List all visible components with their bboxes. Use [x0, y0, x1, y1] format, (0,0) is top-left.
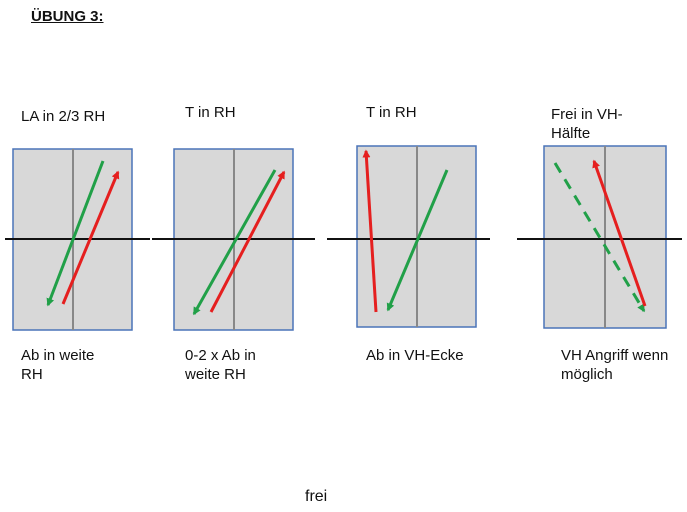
diagram-1: [5, 148, 150, 331]
diagram-2-top-label: T in RH: [185, 104, 236, 121]
diagram-3-red-arrow: [362, 149, 378, 313]
diagram-2: [152, 148, 315, 331]
diagram-1-bottom-label: Ab in weite RH: [21, 347, 95, 383]
footer-text: frei: [305, 488, 328, 505]
diagram-2-red-arrow: [209, 170, 286, 313]
diagram-4: [517, 145, 682, 329]
diagram-4-red-arrow: [592, 159, 647, 307]
diagram-4-top-label: Frei in VH-Hälfte: [551, 106, 623, 142]
diagram-3: [327, 145, 490, 328]
diagram-2-green-arrow: [192, 169, 277, 316]
page-title: ÜBUNG 3:: [31, 8, 104, 25]
diagram-4-green-dashed-arrow: [553, 162, 646, 313]
diagram-2-bottom-label: 0-2 x Ab in weite RH: [185, 347, 256, 383]
diagram-3-green-arrow: [386, 169, 449, 312]
diagram-1-green-arrow: [46, 160, 105, 307]
diagram-3-top-label: T in RH: [366, 104, 417, 121]
diagram-4-bottom-label: VH Angriff wenn möglich: [561, 347, 669, 383]
diagram-1-red-arrow: [61, 170, 120, 305]
diagram-1-top-label: LA in 2/3 RH: [21, 108, 106, 125]
diagram-3-bottom-label: Ab in VH-Ecke: [366, 347, 464, 364]
